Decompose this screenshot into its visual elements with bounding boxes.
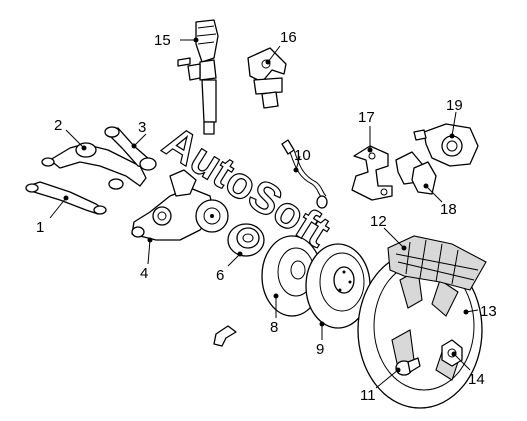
part-hub-assembly: [195, 199, 229, 233]
part-trailing-arm: [104, 126, 157, 171]
callout-11: 11: [360, 387, 376, 404]
callout-4: 4: [140, 265, 148, 282]
part-upper-control-arm: [41, 142, 147, 190]
callout-12: 12: [370, 213, 387, 230]
part-caliper-bracket: [351, 145, 393, 201]
part-brake-pads: [395, 151, 437, 195]
part-brake-caliper: [413, 123, 479, 167]
part-hub-bearing: [227, 223, 265, 257]
callout-10: 10: [294, 147, 311, 164]
part-brake-disc: [305, 243, 371, 329]
leader-lines: [49, 37, 479, 389]
part-brake-hose: [281, 139, 328, 209]
part-tire: [387, 235, 487, 291]
callout-9: 9: [316, 341, 324, 358]
callout-17: 17: [358, 109, 375, 126]
part-wing-bolt: [213, 325, 237, 347]
part-wheel-knuckle: [131, 169, 215, 241]
callout-labels: 1 2 3 4 6 8 9 10 11 12 13 14 15 16 17 18…: [36, 29, 497, 404]
callout-3: 3: [138, 119, 146, 136]
callout-1: 1: [36, 219, 44, 236]
callout-2: 2: [54, 117, 62, 134]
part-upper-mount: [247, 47, 287, 109]
callout-14: 14: [468, 371, 485, 388]
callout-19: 19: [446, 97, 463, 114]
callout-13: 13: [480, 303, 497, 320]
callout-6: 6: [216, 267, 224, 284]
part-shock-absorber: [177, 19, 219, 135]
callout-8: 8: [270, 319, 278, 336]
callout-15: 15: [154, 32, 171, 49]
callout-18: 18: [440, 201, 457, 218]
part-wheel-rim: [357, 251, 483, 409]
callout-16: 16: [280, 29, 297, 46]
